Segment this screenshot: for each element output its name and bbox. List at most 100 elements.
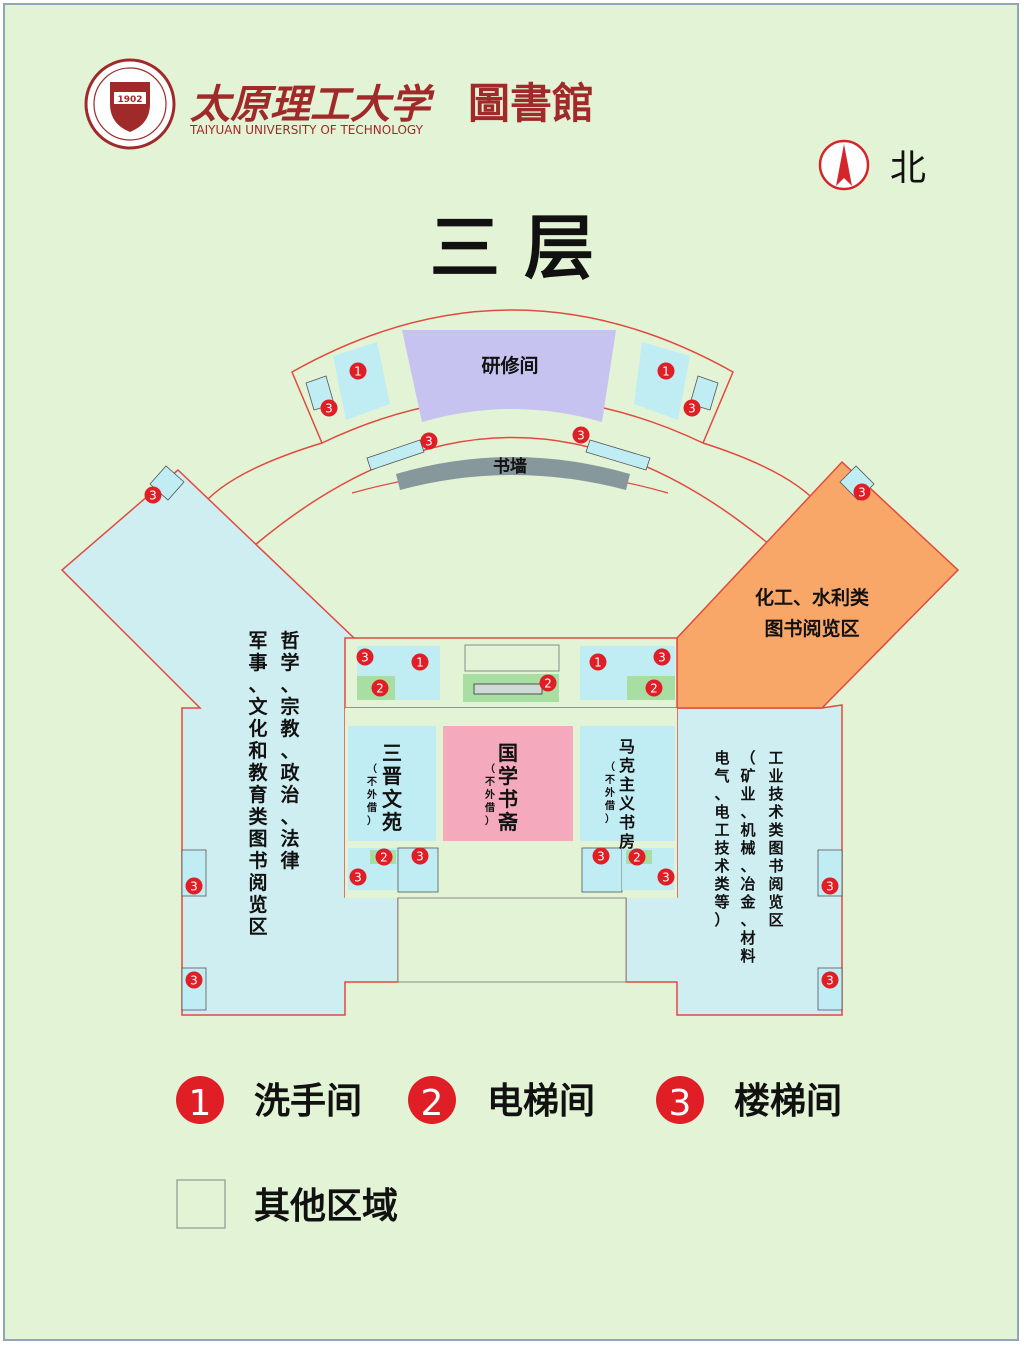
facility-marker-number: 1 xyxy=(594,656,602,670)
west-zone-line-2-char: 文 xyxy=(248,695,268,718)
facility-marker: 2 xyxy=(375,848,393,866)
facility-marker-number: 1 xyxy=(416,656,424,670)
other-area-south xyxy=(397,897,627,983)
facility-marker: 1 xyxy=(411,653,429,671)
book-wall xyxy=(396,457,630,490)
stair-arc-west xyxy=(366,439,425,471)
arc-outline-inner xyxy=(254,436,771,546)
west-zone-line-1-char: 教 xyxy=(280,717,300,740)
marx-room xyxy=(580,726,675,841)
facility-marker-number: 2 xyxy=(544,677,552,691)
facility-marker: 3 xyxy=(411,847,429,865)
east-zone-line-3-char: 工 xyxy=(714,821,729,839)
sanjin-name-char: 苑 xyxy=(382,810,402,834)
east-zone-line-1-char: 区 xyxy=(768,911,783,929)
facility-marker: 1 xyxy=(589,653,607,671)
east-zone-line-2-char: 、 xyxy=(740,911,755,929)
sanjin-note-char: 外 xyxy=(366,788,377,801)
chemical-line-2: 图书阅览区 xyxy=(764,617,859,640)
north-label: 北 xyxy=(890,148,926,189)
west-zone-line-2-char: 军 xyxy=(248,630,267,652)
west-zone-line-1-char: 政 xyxy=(280,761,300,784)
legend-number-1: 1 xyxy=(189,1083,212,1124)
marx-name-char: 义 xyxy=(619,794,635,813)
guoxue-note-char: ） xyxy=(485,814,495,827)
stair-arc-east xyxy=(585,439,651,471)
facility-marker-number: 3 xyxy=(658,651,666,665)
east-zone-line-2: （矿业、机械、冶金、材料 xyxy=(739,749,756,965)
legend-number-3: 3 xyxy=(669,1083,692,1124)
facility-marker-number: 2 xyxy=(380,851,388,865)
facility-marker: 1 xyxy=(349,362,367,380)
chemical-line-1: 化工、水利类 xyxy=(755,586,869,609)
university-seal: 1902 xyxy=(84,58,176,150)
restroom-ne xyxy=(634,342,690,420)
east-zone-line-1-char: 术 xyxy=(768,803,783,821)
study-room-area xyxy=(402,330,616,422)
marx-name-char: 书 xyxy=(619,813,635,832)
sanjin-note-char: （ xyxy=(367,762,377,775)
facility-marker: 3 xyxy=(420,432,438,450)
facility-marker-number: 3 xyxy=(354,871,362,885)
west-zone-line-2-char: 、 xyxy=(248,674,267,696)
marx-note-char: 不 xyxy=(605,774,615,786)
east-zone-line-2-char: 冶 xyxy=(740,875,755,893)
guoxue-name-char: 学 xyxy=(498,764,518,788)
facility-marker: 1 xyxy=(657,362,675,380)
facility-marker-number: 3 xyxy=(688,402,696,416)
west-zone-line-1-char: 律 xyxy=(279,849,299,872)
east-zone-line-2-char: 机 xyxy=(740,821,755,839)
east-zone-line-2-char: 业 xyxy=(740,785,755,803)
facility-marker: 3 xyxy=(185,971,203,989)
facility-marker: 3 xyxy=(349,868,367,886)
facility-marker: 3 xyxy=(320,399,338,417)
sanjin-name-char: 文 xyxy=(382,787,403,811)
facility-marker-number: 2 xyxy=(650,682,658,696)
guoxue-name-char: 斋 xyxy=(497,810,519,834)
east-zone-line-3-char: 等 xyxy=(714,893,729,911)
east-zone-line-3-char: 、 xyxy=(714,785,729,803)
facility-marker: 3 xyxy=(185,877,203,895)
chemical-water-reading-area xyxy=(676,460,960,709)
west-zone-line-2-char: 教 xyxy=(248,761,268,784)
east-zone-line-1-char: 工 xyxy=(768,749,783,767)
guoxue-note-char: （ xyxy=(485,762,495,775)
facility-marker: 3 xyxy=(572,426,590,444)
east-zone-line-2-char: 、 xyxy=(740,803,755,821)
facility-marker: 3 xyxy=(144,486,162,504)
west-zone-line-1-char: 学 xyxy=(280,651,299,674)
east-zone-line-2-char: 料 xyxy=(740,947,755,965)
west-zone-line-2-char: 览 xyxy=(248,893,267,916)
book-wall-label: 书墙 xyxy=(493,456,527,477)
facility-marker: 3 xyxy=(821,877,839,895)
guoxue-name-char: 国 xyxy=(498,741,518,765)
sanjin-note: （不外借） xyxy=(366,762,377,827)
west-zone-line-1-char: 、 xyxy=(280,740,299,762)
seal-year: 1902 xyxy=(117,95,142,105)
west-zone-line-2-char: 化 xyxy=(248,717,267,740)
guoxue-note: （不外借） xyxy=(484,762,495,827)
facility-marker-number: 3 xyxy=(597,850,605,864)
other-area-north xyxy=(464,644,560,672)
east-zone-line-3-char: 电 xyxy=(714,803,729,821)
facility-marker: 3 xyxy=(853,483,871,501)
facility-marker: 3 xyxy=(592,847,610,865)
east-zone-line-2-char: 矿 xyxy=(740,767,755,785)
facility-marker: 2 xyxy=(539,674,557,692)
east-zone-line-3-char: 气 xyxy=(713,767,729,785)
sanjin-name-char: 三 xyxy=(382,741,402,765)
west-zone-line-2-char: 类 xyxy=(248,805,267,828)
east-zone-line-1-char: 图 xyxy=(768,839,783,857)
east-zone-line-2-char: 械 xyxy=(740,839,755,857)
facility-marker-number: 3 xyxy=(577,429,585,443)
sanjin-note-char: ） xyxy=(367,814,377,827)
east-zone-line-2-char: 金 xyxy=(739,893,756,911)
guoxue-note-char: 借 xyxy=(484,801,495,814)
guoxue-room xyxy=(443,726,573,841)
east-zone-line-1-char: 类 xyxy=(768,821,784,839)
east-zone-line-2-char: （ xyxy=(740,749,755,767)
